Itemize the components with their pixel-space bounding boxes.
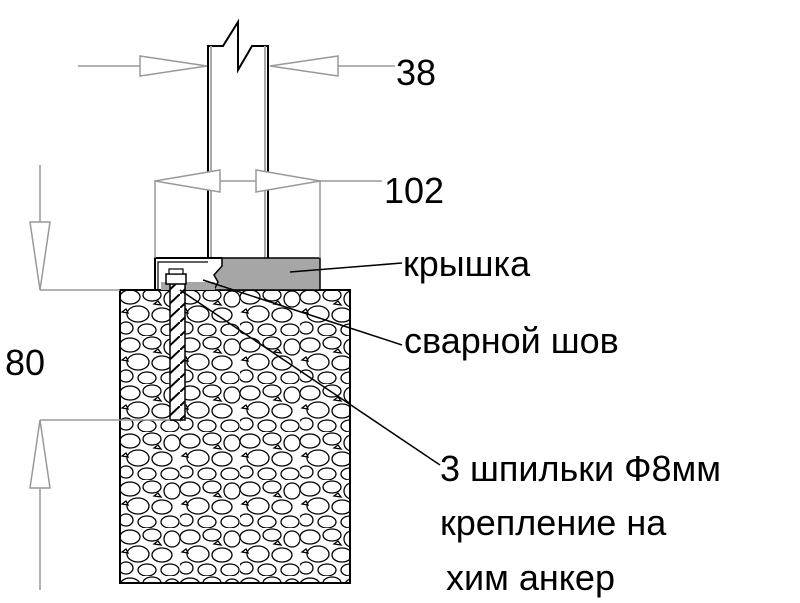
- dimension-post-width: [78, 55, 395, 77]
- cap-leader-line: [289, 262, 403, 273]
- anchor-label-line3: хим анкер: [446, 557, 615, 598]
- weld-label: сварной шов: [404, 320, 619, 361]
- anchor-label-line1: 3 шпильки Ф8мм: [440, 448, 721, 489]
- anchor-label-line2: крепление на: [440, 502, 667, 543]
- anchor-leader-line: [179, 289, 441, 466]
- steel-post: [207, 18, 269, 258]
- dimension-cap-width: [154, 169, 382, 258]
- dimension-80-label: 80: [5, 342, 45, 383]
- concrete-foundation: [119, 289, 351, 584]
- dimension-102-label: 102: [384, 170, 444, 211]
- weld-leader-line: [202, 279, 403, 346]
- cap-label: крышка: [403, 243, 531, 284]
- dimension-embed-depth: [29, 165, 170, 590]
- anchor-stud: [165, 268, 187, 421]
- dimension-38-label: 38: [396, 52, 436, 93]
